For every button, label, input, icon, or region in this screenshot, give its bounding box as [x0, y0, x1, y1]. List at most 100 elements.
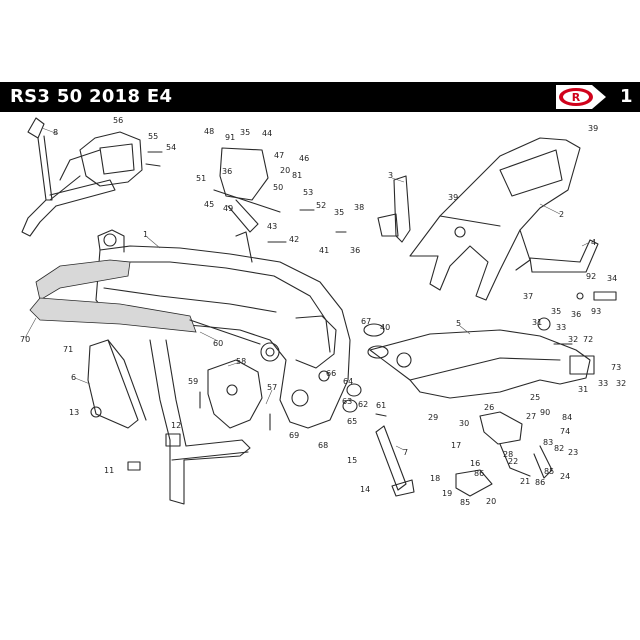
callout-93: 93: [591, 307, 601, 316]
callout-38: 38: [354, 203, 364, 212]
callout-2: 2: [559, 210, 564, 219]
page-number: 1: [620, 86, 633, 107]
part-brake-pedal: [455, 411, 553, 497]
part-engine-bracket: [207, 359, 263, 429]
callout-67: 67: [361, 317, 371, 326]
callout-15: 15: [347, 456, 357, 465]
callout-leader-lines: [24, 127, 591, 451]
callout-31-b: 31: [578, 385, 588, 394]
callout-35-b: 35: [334, 208, 344, 217]
callout-64: 64: [343, 377, 353, 386]
callout-33-a: 33: [556, 323, 566, 332]
part-main-frame: [95, 229, 351, 429]
callout-51: 51: [196, 174, 206, 183]
callout-19: 19: [442, 489, 452, 498]
callout-62: 62: [358, 400, 368, 409]
callout-59: 59: [188, 377, 198, 386]
callout-42: 42: [289, 235, 299, 244]
callout-41: 41: [319, 246, 329, 255]
callout-16: 16: [470, 459, 480, 468]
callout-1: 1: [143, 230, 148, 239]
callout-20-a: 20: [280, 166, 290, 175]
callout-37: 37: [523, 292, 533, 301]
callout-85-b: 85: [460, 498, 470, 507]
callout-91: 91: [225, 133, 235, 142]
part-bushings: [90, 291, 617, 471]
callout-36-b: 36: [571, 310, 581, 319]
logo-emblem-inner: [563, 91, 589, 103]
callout-53: 53: [303, 188, 313, 197]
diagram-title: RS3 50 2018 E4: [10, 86, 173, 107]
part-rear-subframe: [409, 137, 581, 301]
callout-57: 57: [267, 383, 277, 392]
callout-36-c: 36: [222, 167, 232, 176]
callout-32-a: 32: [568, 335, 578, 344]
logo-letter: R: [572, 91, 581, 104]
callout-49: 49: [223, 204, 233, 213]
title-bar: RS3 50 2018 E4 R 1: [0, 82, 640, 112]
callout-39-b: 39: [448, 193, 458, 202]
callout-21: 21: [520, 477, 530, 486]
callout-7: 7: [403, 448, 408, 457]
brand-logo: R: [556, 85, 606, 109]
callout-34: 34: [607, 274, 617, 283]
callout-46: 46: [299, 154, 309, 163]
callout-29: 29: [428, 413, 438, 422]
part-bracket-3: [377, 175, 411, 243]
callout-8: 8: [53, 128, 58, 137]
callout-69: 69: [289, 431, 299, 440]
callout-55: 55: [148, 132, 158, 141]
callout-12: 12: [171, 421, 181, 430]
part-radiator-grille: [29, 259, 197, 333]
part-swing-arm: [369, 329, 595, 399]
part-bolts: [145, 151, 573, 431]
callout-45: 45: [204, 200, 214, 209]
callout-30: 30: [459, 419, 469, 428]
callout-11: 11: [104, 466, 114, 475]
callout-17: 17: [451, 441, 461, 450]
callout-82: 82: [554, 444, 564, 453]
callout-71: 71: [63, 345, 73, 354]
callout-25: 25: [530, 393, 540, 402]
exploded-parts-diagram: 1 2 3 4 5 6 7 8 11 12 13 14 15 16 17 18 …: [20, 116, 626, 507]
callout-44: 44: [262, 129, 272, 138]
callout-86-b: 86: [474, 469, 484, 478]
callout-40: 40: [380, 323, 390, 332]
part-passenger-peg: [529, 239, 599, 273]
callout-24: 24: [560, 472, 570, 481]
part-footrest-assembly: [213, 147, 281, 233]
callout-92: 92: [586, 272, 596, 281]
callout-48: 48: [204, 127, 214, 136]
callout-84: 84: [562, 413, 572, 422]
callout-52: 52: [316, 201, 326, 210]
callout-5: 5: [456, 319, 461, 328]
callout-56: 56: [113, 116, 123, 125]
part-number-plate-bracket: [21, 117, 116, 237]
callout-27: 27: [526, 412, 536, 421]
callout-85-a: 85: [544, 467, 554, 476]
callout-70: 70: [20, 335, 30, 344]
callout-18: 18: [430, 474, 440, 483]
part-rear-bracket: [49, 131, 143, 201]
callout-3: 3: [388, 171, 393, 180]
callout-86-a: 86: [535, 478, 545, 487]
callout-39-a: 39: [588, 124, 598, 133]
callout-66: 66: [326, 369, 336, 378]
callout-60: 60: [213, 339, 223, 348]
callout-14: 14: [360, 485, 370, 494]
callout-81: 81: [292, 171, 302, 180]
callout-63: 63: [342, 397, 352, 406]
callout-83: 83: [543, 438, 553, 447]
callout-35-c: 35: [551, 307, 561, 316]
callout-68: 68: [318, 441, 328, 450]
callout-36-a: 36: [350, 246, 360, 255]
part-engine-mount: [87, 339, 147, 429]
callout-50: 50: [273, 183, 283, 192]
callout-28: 28: [503, 450, 513, 459]
callout-58: 58: [236, 357, 246, 366]
callout-90: 90: [540, 408, 550, 417]
callout-23: 23: [568, 448, 578, 457]
callout-74: 74: [560, 427, 570, 436]
callout-33-b: 33: [598, 379, 608, 388]
